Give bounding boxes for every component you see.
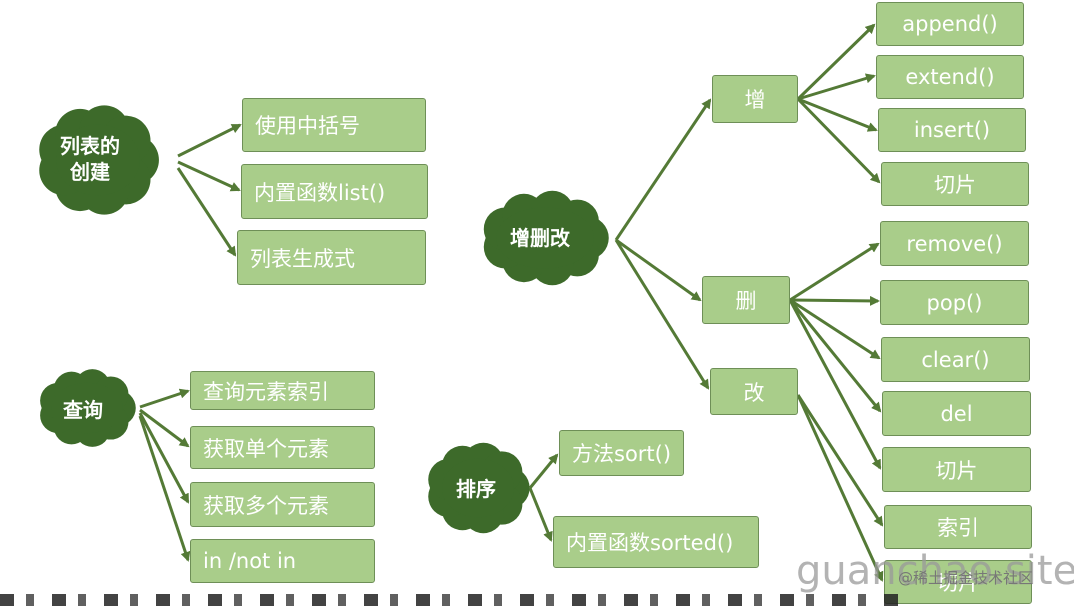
arrow-20 xyxy=(138,415,191,562)
add-item-extend: extend() xyxy=(876,55,1024,99)
cloud-label-sort: 排序 xyxy=(456,477,496,501)
arrow-13 xyxy=(788,299,882,413)
crud-add-node: 增 xyxy=(712,75,798,123)
arrow-4 xyxy=(615,238,702,302)
cloud-label-query: 查询 xyxy=(63,398,103,422)
cloud-sort xyxy=(428,442,530,534)
watermark: guanchao.site xyxy=(796,548,1074,594)
del-item-clear: clear() xyxy=(881,337,1030,382)
del-item-slice: 切片 xyxy=(882,447,1031,492)
arrow-12 xyxy=(789,298,881,360)
query-item-multi: 获取多个元素 xyxy=(190,482,375,527)
cloud-label-create: 列表的 创建 xyxy=(60,134,120,184)
arrow-6 xyxy=(796,23,876,101)
mod-item-index: 索引 xyxy=(884,505,1032,549)
arrow-19 xyxy=(138,412,190,504)
crud-del-node: 删 xyxy=(702,276,790,324)
arrow-3 xyxy=(614,98,712,241)
arrow-10 xyxy=(789,242,880,302)
query-item-single: 获取单个元素 xyxy=(190,426,375,469)
mod-item-slice: 切片 xyxy=(884,560,1032,604)
arrow-8 xyxy=(797,97,878,132)
crud-mod-node: 改 xyxy=(710,368,798,415)
arrow-5 xyxy=(614,239,710,390)
del-item-remove: remove() xyxy=(880,221,1029,266)
del-item-pop: pop() xyxy=(880,280,1029,325)
query-item-in: in /not in xyxy=(190,539,375,583)
arrow-7 xyxy=(797,73,876,101)
add-item-insert: insert() xyxy=(878,108,1026,152)
arrow-1 xyxy=(177,160,241,192)
arrow-22 xyxy=(528,487,553,542)
cloud-query xyxy=(40,369,136,447)
connector-arrows xyxy=(138,23,884,582)
query-item-index: 查询元素索引 xyxy=(190,371,375,410)
cloud-nodes xyxy=(39,105,609,534)
arrow-17 xyxy=(139,388,190,409)
cropped-text-strip xyxy=(0,594,900,606)
add-item-append: append() xyxy=(876,2,1024,46)
create-item-bracket: 使用中括号 xyxy=(242,98,426,152)
arrow-14 xyxy=(788,299,882,470)
arrow-2 xyxy=(176,167,237,257)
cloud-label-crud: 增删改 xyxy=(510,226,570,250)
del-item-del: del xyxy=(882,391,1031,436)
arrow-11 xyxy=(789,295,880,306)
arrow-18 xyxy=(139,408,190,448)
arrow-16 xyxy=(796,394,884,582)
create-item-list-func: 内置函数list() xyxy=(241,164,428,219)
watermark-sub: @稀土掘金技术社区 xyxy=(898,569,1034,587)
sort-item-method: 方法sort() xyxy=(559,430,684,476)
sort-item-builtin: 内置函数sorted() xyxy=(553,516,759,568)
cloud-crud xyxy=(483,190,609,286)
arrow-9 xyxy=(796,97,881,184)
arrow-0 xyxy=(177,123,242,158)
add-item-slice: 切片 xyxy=(881,162,1029,206)
create-item-comprehension: 列表生成式 xyxy=(237,230,426,285)
arrow-15 xyxy=(796,394,884,527)
arrow-21 xyxy=(528,453,559,489)
cloud-create xyxy=(39,105,159,215)
